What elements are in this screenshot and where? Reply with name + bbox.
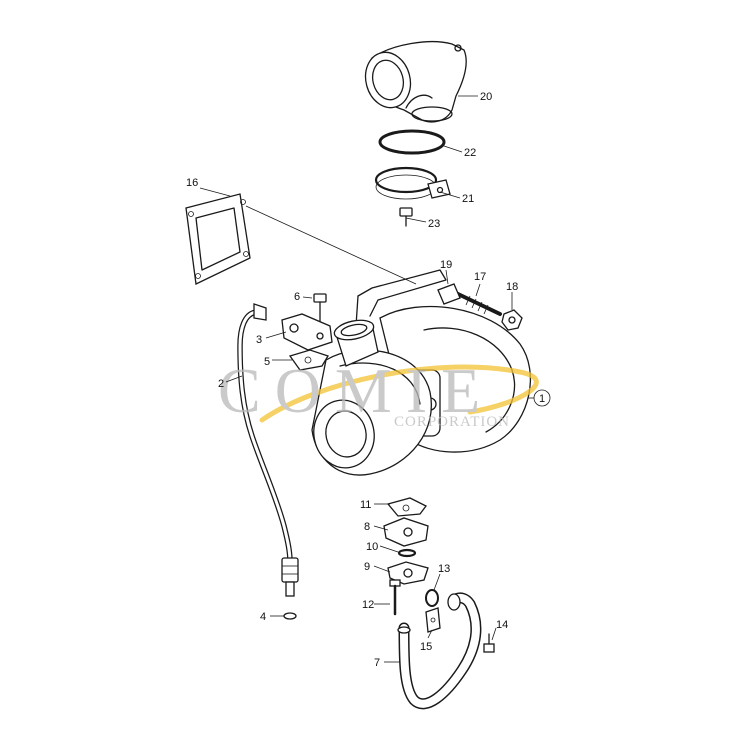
part-20-elbow [364, 41, 467, 123]
part-22-o-ring [378, 129, 446, 155]
part-12-bolt [389, 579, 401, 616]
part-23-bolt [399, 207, 413, 227]
part-8-flange [383, 517, 429, 547]
part-4-washer [283, 612, 297, 620]
part-5-gasket [288, 349, 329, 371]
label-16: 16 [186, 177, 198, 189]
label-6: 6 [294, 291, 300, 303]
label-15: 15 [420, 641, 432, 653]
callout-leaders [199, 95, 534, 663]
watermark-subtitle: CORPORATION [394, 414, 510, 430]
label-22: 22 [464, 147, 476, 159]
label-13: 13 [438, 563, 450, 575]
part-15-bracket [425, 607, 441, 633]
part-labels: 1 2 3 4 5 6 7 8 9 10 11 12 13 14 15 16 1… [186, 91, 545, 669]
label-12: 12 [362, 599, 374, 611]
label-19: 19 [440, 259, 452, 271]
label-10: 10 [366, 541, 378, 553]
part-14-bolt [483, 633, 495, 653]
part-11-gasket [386, 497, 427, 517]
label-4: 4 [260, 611, 266, 623]
watermark-swoosh [259, 364, 539, 423]
part-10-o-ring [397, 548, 417, 558]
part-18-nut [501, 309, 523, 331]
label-21: 21 [462, 193, 474, 205]
label-9: 9 [364, 561, 370, 573]
part-13-seal [425, 589, 439, 607]
watermark-logo: COMIE CORPORATION [218, 355, 539, 430]
part-1-turbocharger [311, 269, 532, 476]
part-3-flange [281, 313, 333, 351]
part-17-stud [456, 292, 502, 316]
part-9-flange [387, 561, 429, 585]
label-5: 5 [264, 356, 270, 368]
label-14: 14 [496, 619, 508, 631]
label-17: 17 [474, 271, 486, 283]
label-7: 7 [374, 657, 380, 669]
part-7-drain-pipe [397, 592, 482, 710]
label-8: 8 [364, 521, 370, 533]
part-21-clamp [374, 166, 451, 200]
label-2: 2 [218, 378, 224, 390]
label-3: 3 [256, 334, 262, 346]
label-20: 20 [480, 91, 492, 103]
watermark-title: COMIE [218, 355, 494, 426]
label-1: 1 [539, 393, 545, 405]
part-2-oil-pipe [237, 303, 299, 597]
part-19-spacer [437, 283, 461, 305]
callout-circle-1 [533, 389, 551, 407]
label-18: 18 [506, 281, 518, 293]
label-11: 11 [360, 499, 371, 511]
label-23: 23 [428, 218, 440, 230]
part-16-gasket [185, 193, 251, 285]
